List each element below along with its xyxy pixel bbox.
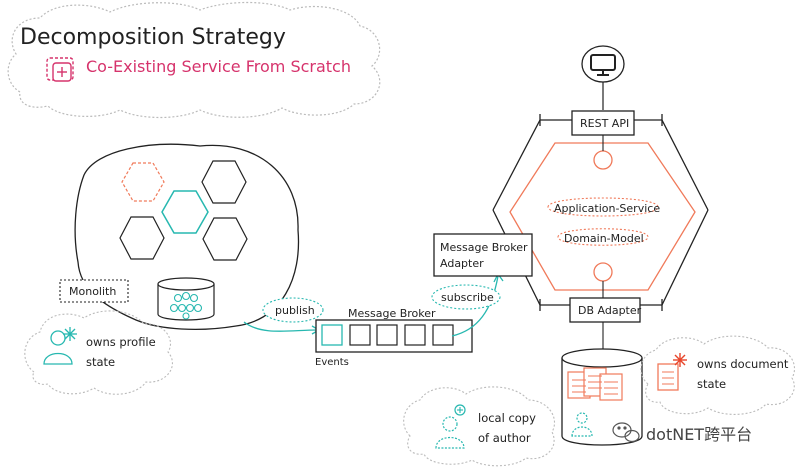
local-copy-line2: of author	[478, 431, 531, 445]
message-broker-label: Message Broker	[348, 307, 436, 320]
monolith-boundary	[74, 143, 300, 331]
service-inner-hexagon	[509, 142, 696, 291]
monolith-label-box	[59, 279, 129, 303]
db-adapter-label: DB Adapter	[578, 304, 642, 317]
rest-api-label: REST API	[580, 117, 629, 130]
service-top-port	[593, 150, 613, 170]
page-subtitle: Co-Existing Service From Scratch	[86, 57, 351, 76]
events-label: Events	[315, 357, 349, 368]
monolith-hex-left	[119, 216, 165, 260]
service-bottom-port	[593, 262, 613, 282]
message-broker-slots	[321, 324, 454, 346]
local-author-user-icon	[571, 412, 593, 437]
title-cloud	[7, 1, 381, 119]
monolith-hex-right	[202, 217, 248, 261]
monolith-label: Monolith	[69, 285, 116, 298]
monolith-hex-top-right	[201, 160, 247, 204]
application-service-label: Application-Service	[554, 202, 660, 215]
broker-adapter-line2: Adapter	[440, 257, 484, 270]
document-note-line1: owns document	[697, 357, 789, 371]
message-broker-adapter-box	[433, 233, 533, 277]
subscribe-bubble	[431, 284, 501, 310]
broker-adapter-line1: Message Broker	[440, 241, 528, 254]
monolith-database-icon	[157, 277, 215, 321]
subscribe-label: subscribe	[441, 291, 494, 304]
wechat-logo-icon	[612, 422, 640, 443]
monolith-hex-orange	[121, 162, 165, 202]
profile-note-cloud	[24, 310, 173, 395]
local-copy-line1: local copy	[478, 411, 536, 425]
document-note-line2: state	[697, 377, 726, 391]
publish-label: publish	[275, 304, 315, 317]
domain-model-layer	[557, 228, 649, 246]
local-copy-user-icon	[435, 404, 466, 449]
domain-model-label: Domain-Model	[564, 232, 644, 245]
application-service-layer	[547, 197, 659, 217]
document-owner-icon	[657, 353, 687, 391]
db-adapter-box	[569, 297, 641, 323]
local-copy-note-cloud	[403, 386, 555, 467]
publish-arrow	[243, 321, 319, 332]
publish-bubble	[262, 297, 324, 323]
subscribe-arrow	[451, 275, 499, 337]
watermark-text: dotNET跨平台	[646, 425, 752, 444]
profile-owner-user-icon	[43, 327, 77, 365]
profile-note-line2: state	[86, 355, 115, 369]
client-monitor-circle	[581, 45, 625, 83]
new-service-icon	[46, 57, 74, 82]
document-stack-icon	[567, 367, 623, 401]
document-note-cloud	[640, 335, 795, 415]
monolith-hex-teal	[161, 190, 209, 234]
profile-note-line1: owns profile	[86, 335, 156, 349]
monitor-icon	[590, 54, 616, 76]
page-title: Decomposition Strategy	[20, 25, 286, 50]
